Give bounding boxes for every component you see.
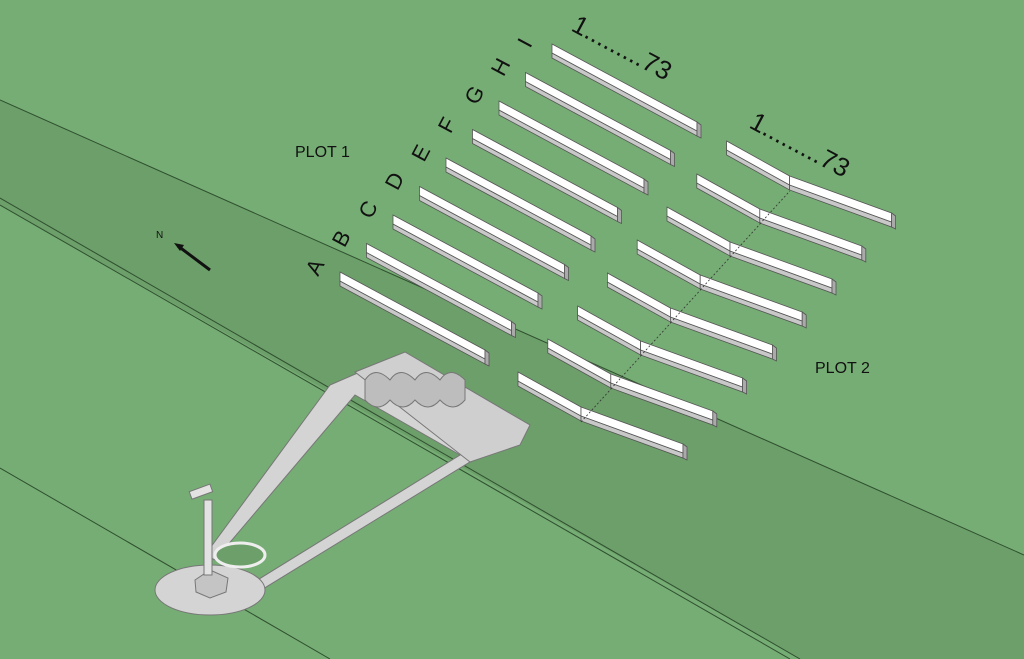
- plot1-bed-A: [339, 271, 490, 367]
- plot1-bed-H: [525, 71, 675, 168]
- plot2-bed-4: [607, 272, 777, 362]
- plot1-bed-E: [445, 157, 596, 253]
- plot2-bed-5: [636, 239, 807, 329]
- north-label: N: [156, 230, 163, 241]
- plot2-bed-6: [666, 206, 837, 296]
- plot2-divider: [699, 256, 731, 291]
- plot2-divider: [729, 223, 761, 258]
- plot1-bed-B: [366, 242, 516, 339]
- sundial-post: [203, 499, 213, 576]
- plot2-bed-8: [726, 140, 896, 230]
- plot2-divider: [610, 355, 642, 390]
- sundial-gnomon: [188, 483, 214, 500]
- north-arrow: N: [156, 230, 211, 272]
- plot1-beds: [339, 43, 702, 367]
- plot2-bed-7: [696, 173, 867, 263]
- plot2-bed-2: [547, 338, 718, 428]
- path-edge-lower-1: [0, 197, 801, 659]
- plot1-bed-G: [498, 100, 649, 196]
- north-arrow-icon: [177, 244, 211, 272]
- plot2-bed-1: [517, 371, 688, 461]
- plot2-divider: [670, 289, 701, 324]
- plot2-beds: [517, 140, 896, 461]
- plot2-bed-3: [577, 305, 747, 395]
- plot1-bed-D: [419, 185, 569, 282]
- plot2-divider: [580, 388, 612, 423]
- field-edge: [0, 467, 331, 659]
- sundial-ring: [213, 541, 267, 569]
- plot2-title: PLOT 2: [815, 360, 870, 377]
- plot1-bed-C: [392, 214, 543, 310]
- plot1-bed-I: [551, 43, 702, 139]
- plot1-bed-F: [472, 128, 622, 225]
- plot1-title: PLOT 1: [295, 144, 350, 161]
- path-edge-lower-2: [0, 204, 791, 659]
- sundial-structure: [154, 351, 531, 616]
- plot2-divider: [640, 322, 671, 357]
- plot2-divider: [759, 190, 791, 225]
- path-band: [0, 100, 1024, 659]
- scalloped-bench: [364, 372, 466, 408]
